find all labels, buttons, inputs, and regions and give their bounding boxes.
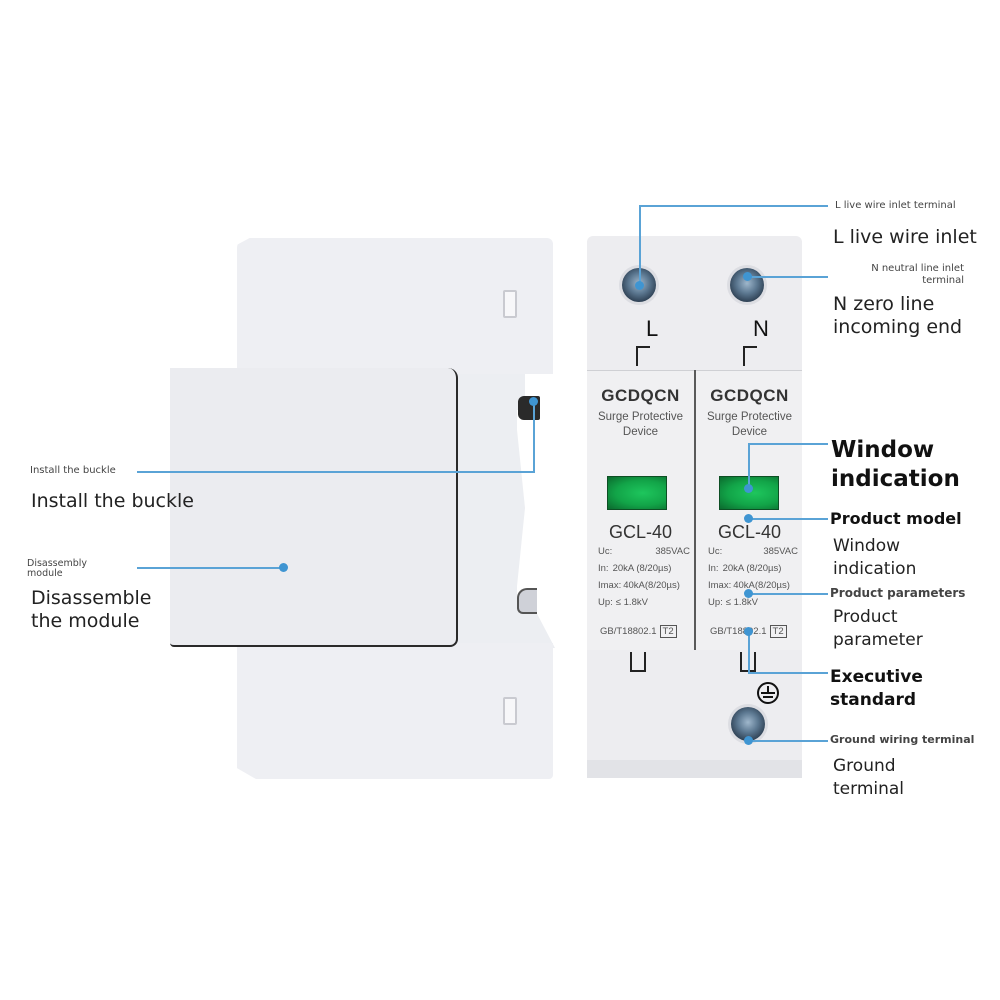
right-specs: Uc:385VAC In:20kA (8/20µs) Imax:40kA(8/2… — [708, 546, 798, 614]
label-l-inlet-small: L live wire inlet terminal — [835, 200, 956, 211]
leader-product-model — [748, 518, 828, 520]
leader-dot — [635, 281, 644, 290]
leader-executive-v — [748, 630, 750, 674]
leader-dot — [529, 397, 538, 406]
label-product-model: Product model — [830, 509, 962, 528]
leader-n-inlet — [748, 276, 828, 278]
spec-row: In:20kA (8/20µs) — [598, 563, 672, 574]
leader-window-v — [748, 443, 750, 487]
leader-product-params — [748, 593, 828, 595]
din-rail-hook — [517, 588, 537, 614]
side-view-top-housing — [237, 238, 553, 374]
terminal-l-label: L — [646, 316, 659, 341]
spec-row: Up:≤ 1.8kV — [708, 597, 758, 608]
leader-dot — [744, 589, 753, 598]
leader-ground — [748, 740, 828, 742]
spec-row: Imax:40kA(8/20µs) — [708, 580, 790, 591]
leader-install-buckle-v — [533, 400, 535, 473]
leader-dot — [744, 484, 753, 493]
left-module: GCDQCN Surge Protective Device — [588, 386, 693, 440]
label-install-buckle-large: Install the buckle — [31, 490, 194, 512]
top-tab-right — [743, 346, 757, 366]
terminal-n-label: N — [753, 316, 769, 341]
label-n-inlet-large: N zero line incoming end — [833, 293, 963, 338]
ground-symbol-icon — [757, 682, 779, 704]
label-install-buckle-small: Install the buckle — [30, 465, 116, 476]
label-product-parameters: Product parameters — [830, 586, 966, 600]
label-product-parameter-sub: Product parameter — [833, 607, 923, 650]
leader-l-inlet — [639, 205, 828, 207]
leader-window — [748, 443, 828, 445]
device-subtitle-1: Surge Protective — [706, 411, 792, 423]
right-indicator-window — [719, 476, 779, 510]
right-module: GCDQCN Surge Protective Device — [697, 386, 802, 440]
label-window-indication: Window indication — [831, 437, 960, 492]
label-disassemble-large: Disassemble the module — [31, 587, 152, 632]
top-tab-left — [636, 346, 650, 366]
side-view-bottom-housing — [237, 643, 553, 779]
leader-disassemble — [137, 567, 285, 569]
label-product-model-sub: Window indication — [833, 536, 917, 579]
brand-name: GCDQCN — [710, 386, 789, 405]
spec-row: Uc:385VAC — [708, 546, 798, 557]
bottom-tab-left — [630, 652, 646, 672]
device-subtitle-1: Surge Protective — [597, 411, 683, 423]
leader-dot — [744, 736, 753, 745]
side-view-rail-profile — [455, 368, 555, 648]
label-ground-wiring-small: Ground wiring terminal — [830, 733, 975, 746]
side-top-slot — [503, 290, 517, 318]
leader-executive — [748, 672, 828, 674]
leader-l-inlet-v — [639, 205, 641, 285]
left-model: GCL-40 — [608, 522, 673, 542]
ground-terminal-screw-icon — [731, 707, 765, 741]
left-specs: Uc:385VAC In:20kA (8/20µs) Imax:40kA(8/2… — [598, 546, 690, 614]
label-l-inlet-large: L live wire inlet — [833, 226, 977, 248]
leader-dot — [279, 563, 288, 572]
spec-row: In:20kA (8/20µs) — [708, 563, 782, 574]
device-subtitle-2: Device — [731, 426, 768, 438]
spec-row: Uc:385VAC — [598, 546, 690, 557]
label-ground-terminal-large: Ground terminal — [833, 756, 905, 799]
right-model: GCL-40 — [717, 522, 782, 542]
front-bottom-housing — [587, 650, 802, 778]
label-executive-standard: Executive standard — [830, 667, 923, 710]
side-view-removable-module — [170, 368, 458, 647]
brand-name: GCDQCN — [601, 386, 680, 405]
label-n-inlet-small: N neutral line inlet terminal — [871, 263, 964, 286]
spec-row: Imax:40kA(8/20µs) — [598, 580, 680, 591]
leader-dot — [744, 627, 753, 636]
leader-dot — [743, 272, 752, 281]
leader-install-buckle — [137, 471, 535, 473]
spec-row: Up:≤ 1.8kV — [598, 597, 648, 608]
module-divider — [694, 370, 696, 650]
side-bottom-slot — [503, 697, 517, 725]
front-top-housing — [587, 236, 802, 370]
label-disassembly-small: Disassembly module — [27, 558, 88, 579]
leader-dot — [744, 514, 753, 523]
left-indicator-window — [607, 476, 667, 510]
device-subtitle-2: Device — [622, 426, 659, 438]
front-foot — [587, 760, 802, 778]
